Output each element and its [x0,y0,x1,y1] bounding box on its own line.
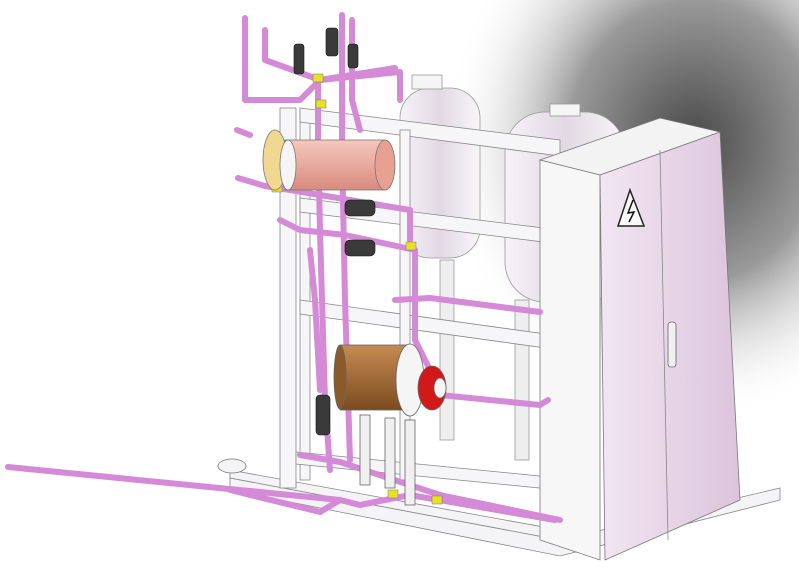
pump [217,458,247,474]
electrical-cabinet [538,117,741,561]
valves [293,27,376,436]
upper-heater [262,129,396,191]
high-voltage-warning-icon [616,187,646,227]
lower-heater [333,343,447,506]
cabinet-handle-icon[interactable] [667,321,677,368]
